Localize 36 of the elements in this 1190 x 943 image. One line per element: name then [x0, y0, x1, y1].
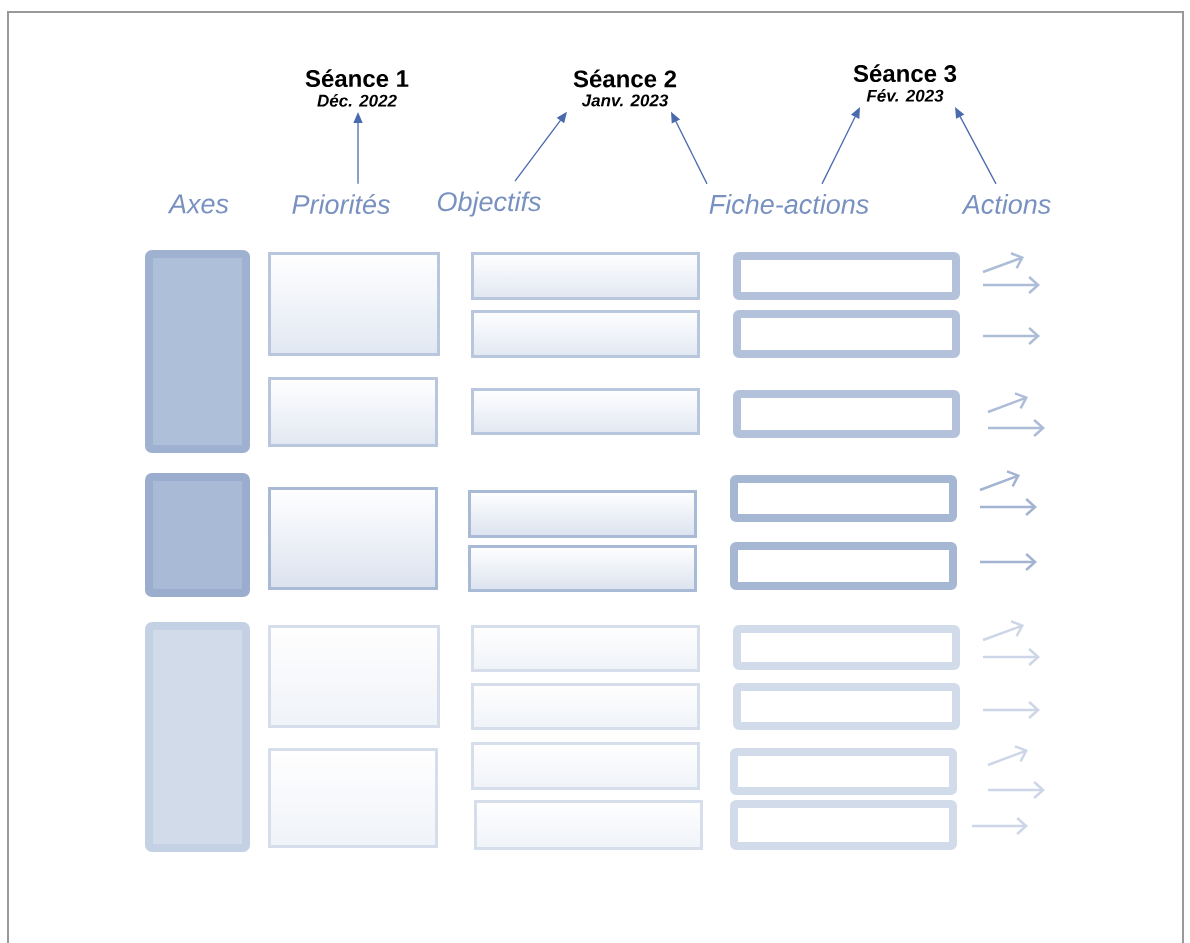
column-heading: Objectifs	[437, 191, 541, 217]
action-sheet-box	[730, 800, 957, 850]
item-box	[471, 625, 700, 672]
item-box	[468, 545, 697, 592]
action-sheet-box	[730, 475, 957, 522]
action-sheet-box	[730, 748, 957, 795]
item-box	[268, 377, 438, 447]
session-heading: Séance 1 Déc. 2022	[305, 69, 409, 107]
session-heading: Séance 3 Fév. 2023	[853, 64, 957, 102]
action-sheet-box	[733, 625, 960, 670]
action-sheet-box	[733, 310, 960, 358]
item-box	[471, 252, 700, 300]
column-heading: Priorités	[292, 193, 390, 215]
action-sheet-box	[733, 683, 960, 730]
arrow	[821, 107, 860, 185]
item-box	[268, 748, 438, 848]
item-box	[471, 310, 700, 358]
action-sheet-box	[733, 252, 960, 300]
column-heading: Axes	[167, 194, 229, 214]
item-box	[268, 252, 440, 356]
item-box	[268, 625, 440, 728]
column-heading: Fiche-actions	[709, 194, 869, 214]
arrow	[955, 107, 997, 185]
axis-bar	[145, 250, 250, 453]
column-heading: Actions	[961, 194, 1051, 214]
action-sheet-box	[730, 542, 957, 590]
axis-bar	[145, 622, 250, 852]
item-box	[471, 742, 700, 790]
session-heading: Séance 2 Janv. 2023	[573, 69, 677, 107]
item-box	[474, 800, 703, 850]
item-box	[268, 487, 438, 590]
action-sheet-box	[733, 390, 960, 438]
item-box	[471, 388, 700, 435]
item-box	[471, 683, 700, 730]
axis-bar	[145, 473, 250, 597]
item-box	[468, 490, 697, 538]
